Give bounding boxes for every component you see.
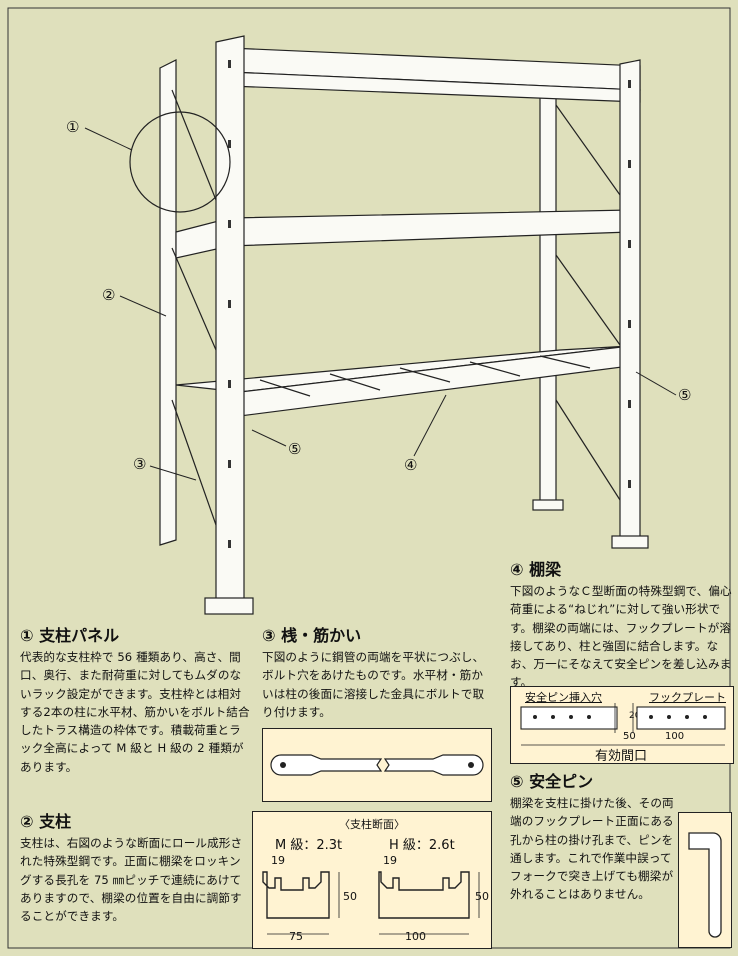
dim-100: 100: [665, 731, 685, 742]
callout-1: ①: [66, 118, 80, 136]
safety-pin-drawing: [688, 832, 722, 938]
m-grade-label: M 級：2.3t: [275, 838, 343, 853]
column-section-diagram: 〈支柱断面〉 M 級：2.3t H 級：2.6t 19 19 50 50 75 …: [252, 811, 492, 949]
section-4-body: 下図のようなＣ型断面の特殊型鋼で、偏心荷重による“ねじれ”に対して強い形状です。…: [510, 584, 732, 690]
beam-diagram: 安全ピン挿入穴 フックプレート 20 50 100 有効間口: [510, 686, 734, 764]
dim-50: 50: [623, 731, 636, 742]
callout-2: ②: [102, 286, 116, 304]
section-3-title: ③ 桟・筋かい: [262, 626, 362, 645]
dim-20: 20: [629, 711, 641, 721]
callout-5-right: ⑤: [678, 386, 692, 404]
brace-pipe-drawing: [270, 754, 484, 776]
beam-drawing: [520, 703, 726, 746]
section-5-title: ⑤ 安全ピン: [510, 772, 594, 791]
brace-pipe-diagram: [262, 728, 492, 802]
column-section-drawing: [262, 871, 480, 935]
section-1-body: 代表的な支柱枠で 56 種類あり、高さ、間口、奥行、また耐荷重に対してもムダのな…: [20, 650, 250, 774]
section-3-body: 下図のように鋼管の両端を平状につぶし、ボルト穴をあけたものです。水平材・筋かいは…: [262, 650, 485, 719]
h-grade-label: H 級：2.6t: [389, 838, 455, 853]
section-4-title: ④ 棚梁: [510, 560, 562, 579]
section-5-body: 棚梁を支柱に掛けた後、その両端のフックプレート正面にある孔から柱の掛け孔まで、ピ…: [510, 796, 674, 902]
m-width-dim: 75: [289, 930, 303, 943]
m-flange-dim: 19: [271, 854, 285, 867]
h-height-dim: 50: [475, 890, 489, 903]
section-2-title: ② 支柱: [20, 812, 72, 831]
callout-5-left: ⑤: [288, 440, 302, 458]
hook-plate-label: フックプレート: [649, 691, 726, 704]
h-flange-dim: 19: [383, 854, 397, 867]
h-width-dim: 100: [405, 930, 426, 943]
pin-hole-label: 安全ピン挿入穴: [525, 691, 602, 704]
safety-pin-diagram: [678, 812, 732, 948]
span-label: 有効間口: [595, 749, 648, 764]
callout-4: ④: [404, 456, 418, 474]
section-2-body: 支柱は、右図のような断面にロール成形された特殊型鋼です。正面に棚梁をロッキングす…: [20, 836, 243, 924]
section-1-title: ① 支柱パネル: [20, 626, 120, 645]
m-height-dim: 50: [343, 890, 357, 903]
callout-3: ③: [133, 455, 147, 473]
column-section-title: 〈支柱断面〉: [339, 818, 405, 831]
